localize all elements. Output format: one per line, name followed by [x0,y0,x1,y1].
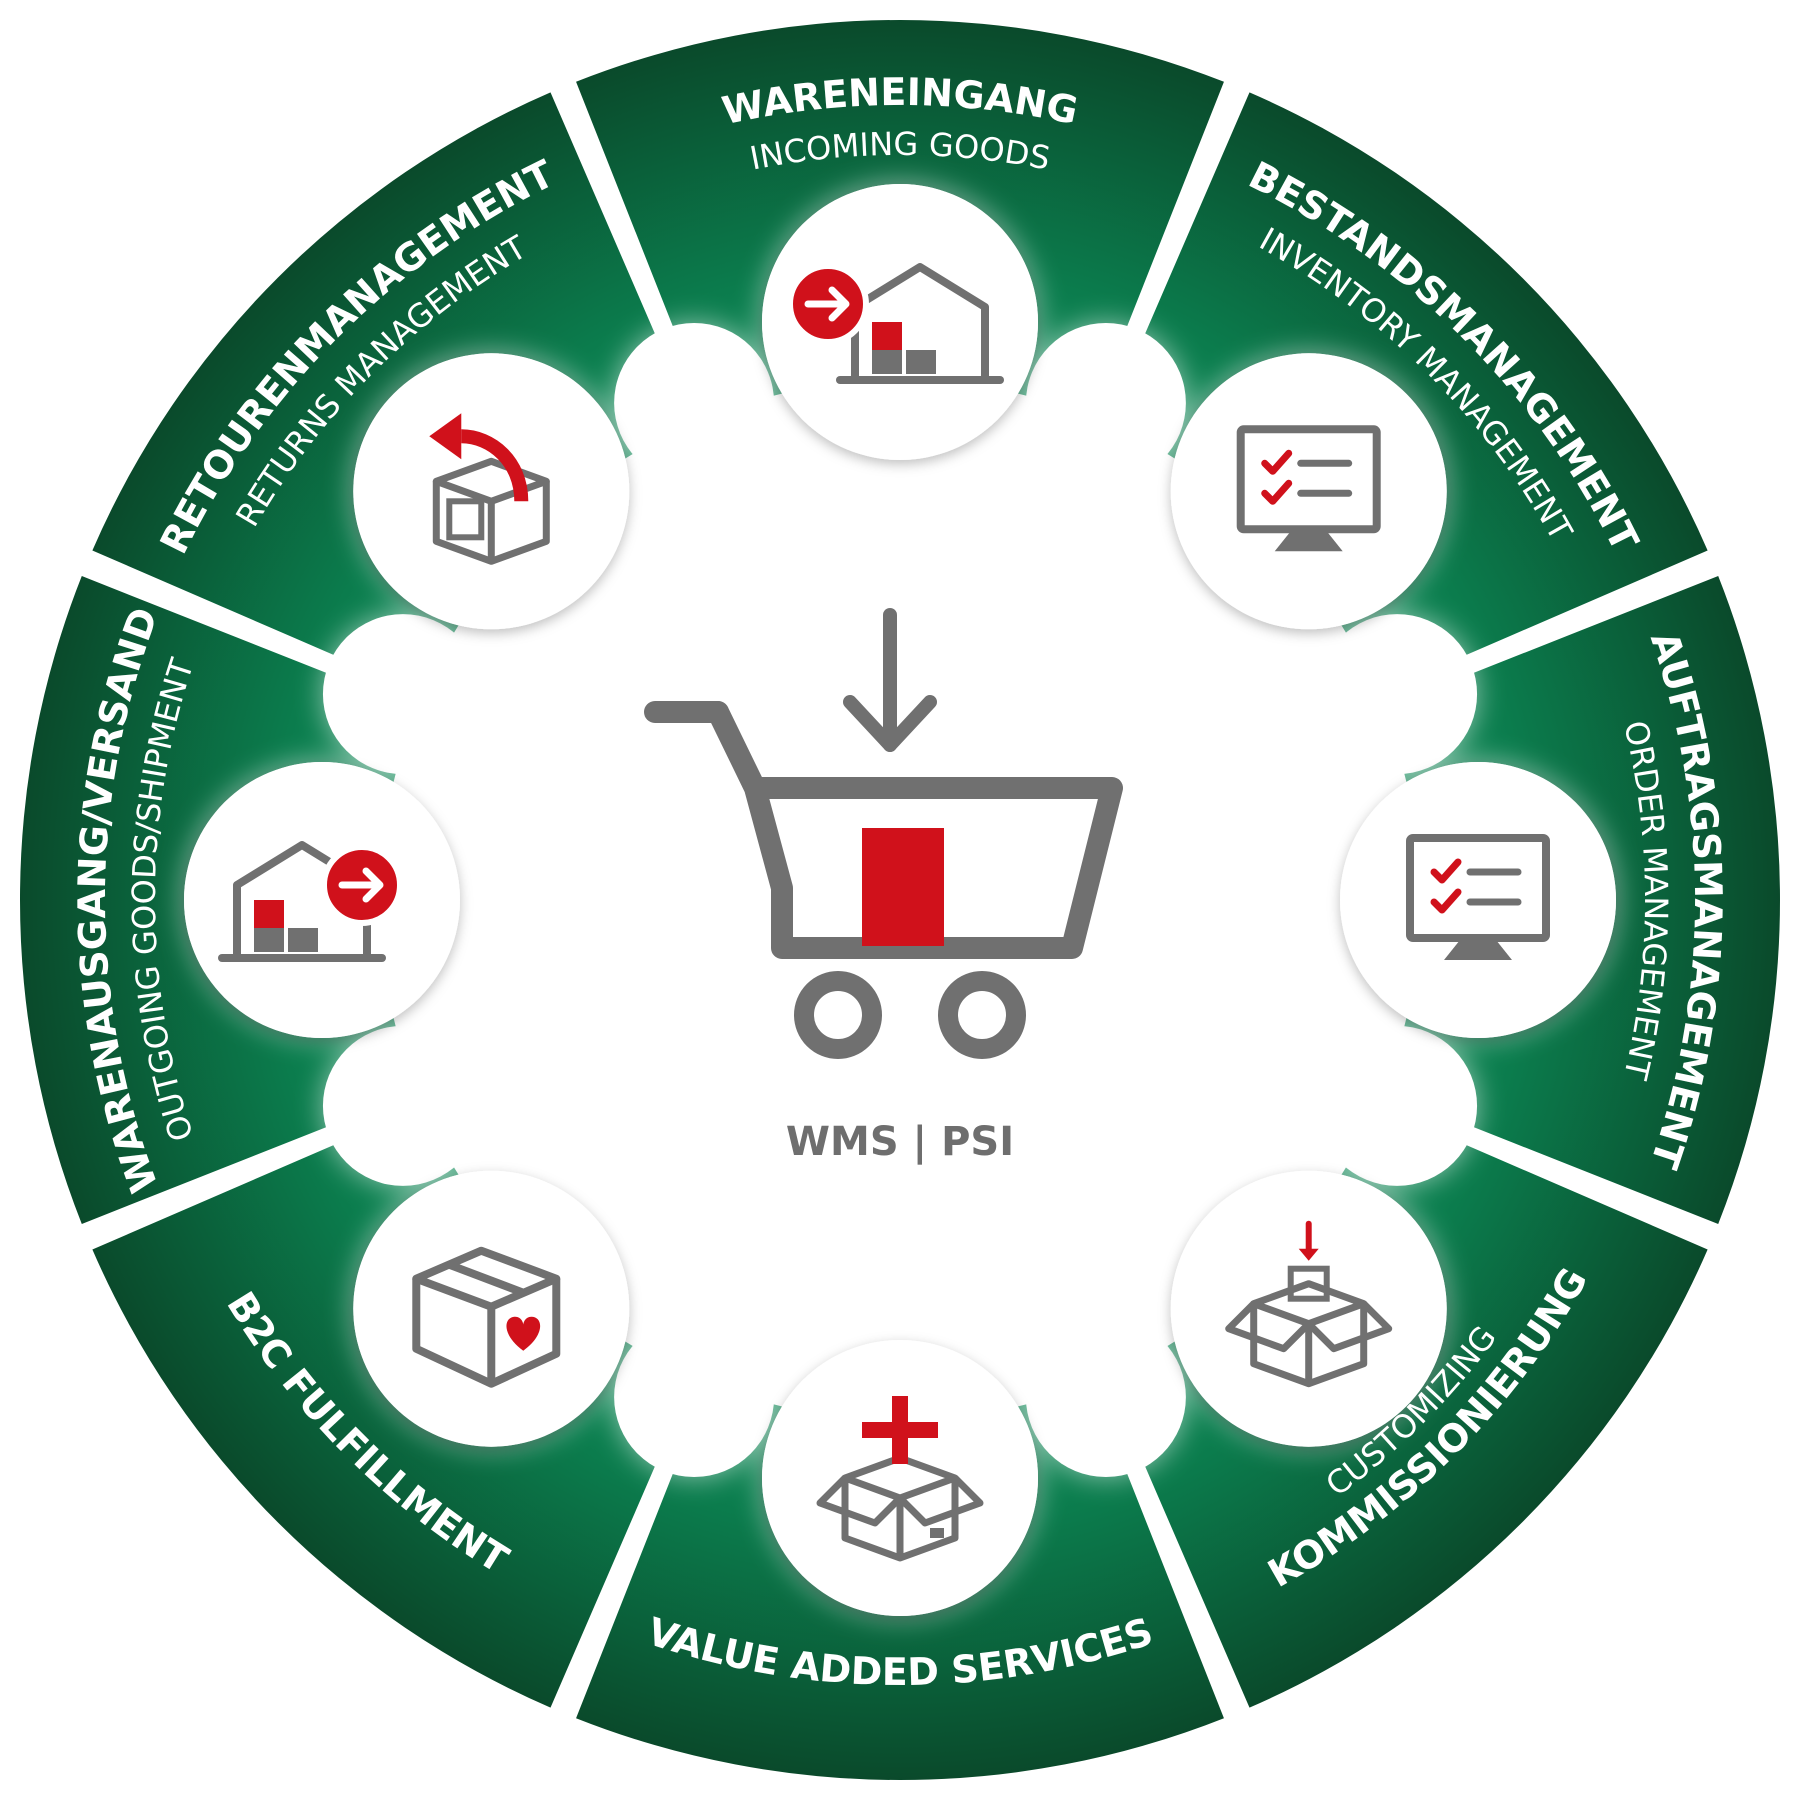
segment-kommissionierung [1106,1106,1708,1708]
monitor-checklist-icon [1236,425,1381,552]
box-plus-icon [816,1396,984,1562]
monitor-checklist-icon [1406,834,1550,960]
segment-bestandsmanagement [1106,92,1708,694]
segment-b2c-fulfillment [92,1106,694,1708]
icon-bubble [1170,1170,1447,1447]
segment-retourenmanagement [92,92,694,694]
box-picking-icon [1225,1220,1393,1388]
icons-layer [218,263,1550,1562]
box-heart-icon [412,1246,561,1388]
shopping-cart-icon [644,608,1123,1059]
box-return-icon [429,413,550,565]
icon-bubble [353,353,630,630]
warehouse-incoming-icon [787,263,1004,384]
center-label: WMS | PSI [786,1119,1014,1166]
icon-bubble [184,762,460,1038]
warehouse-outgoing-icon [218,841,403,962]
icon-bubble [762,1340,1038,1616]
